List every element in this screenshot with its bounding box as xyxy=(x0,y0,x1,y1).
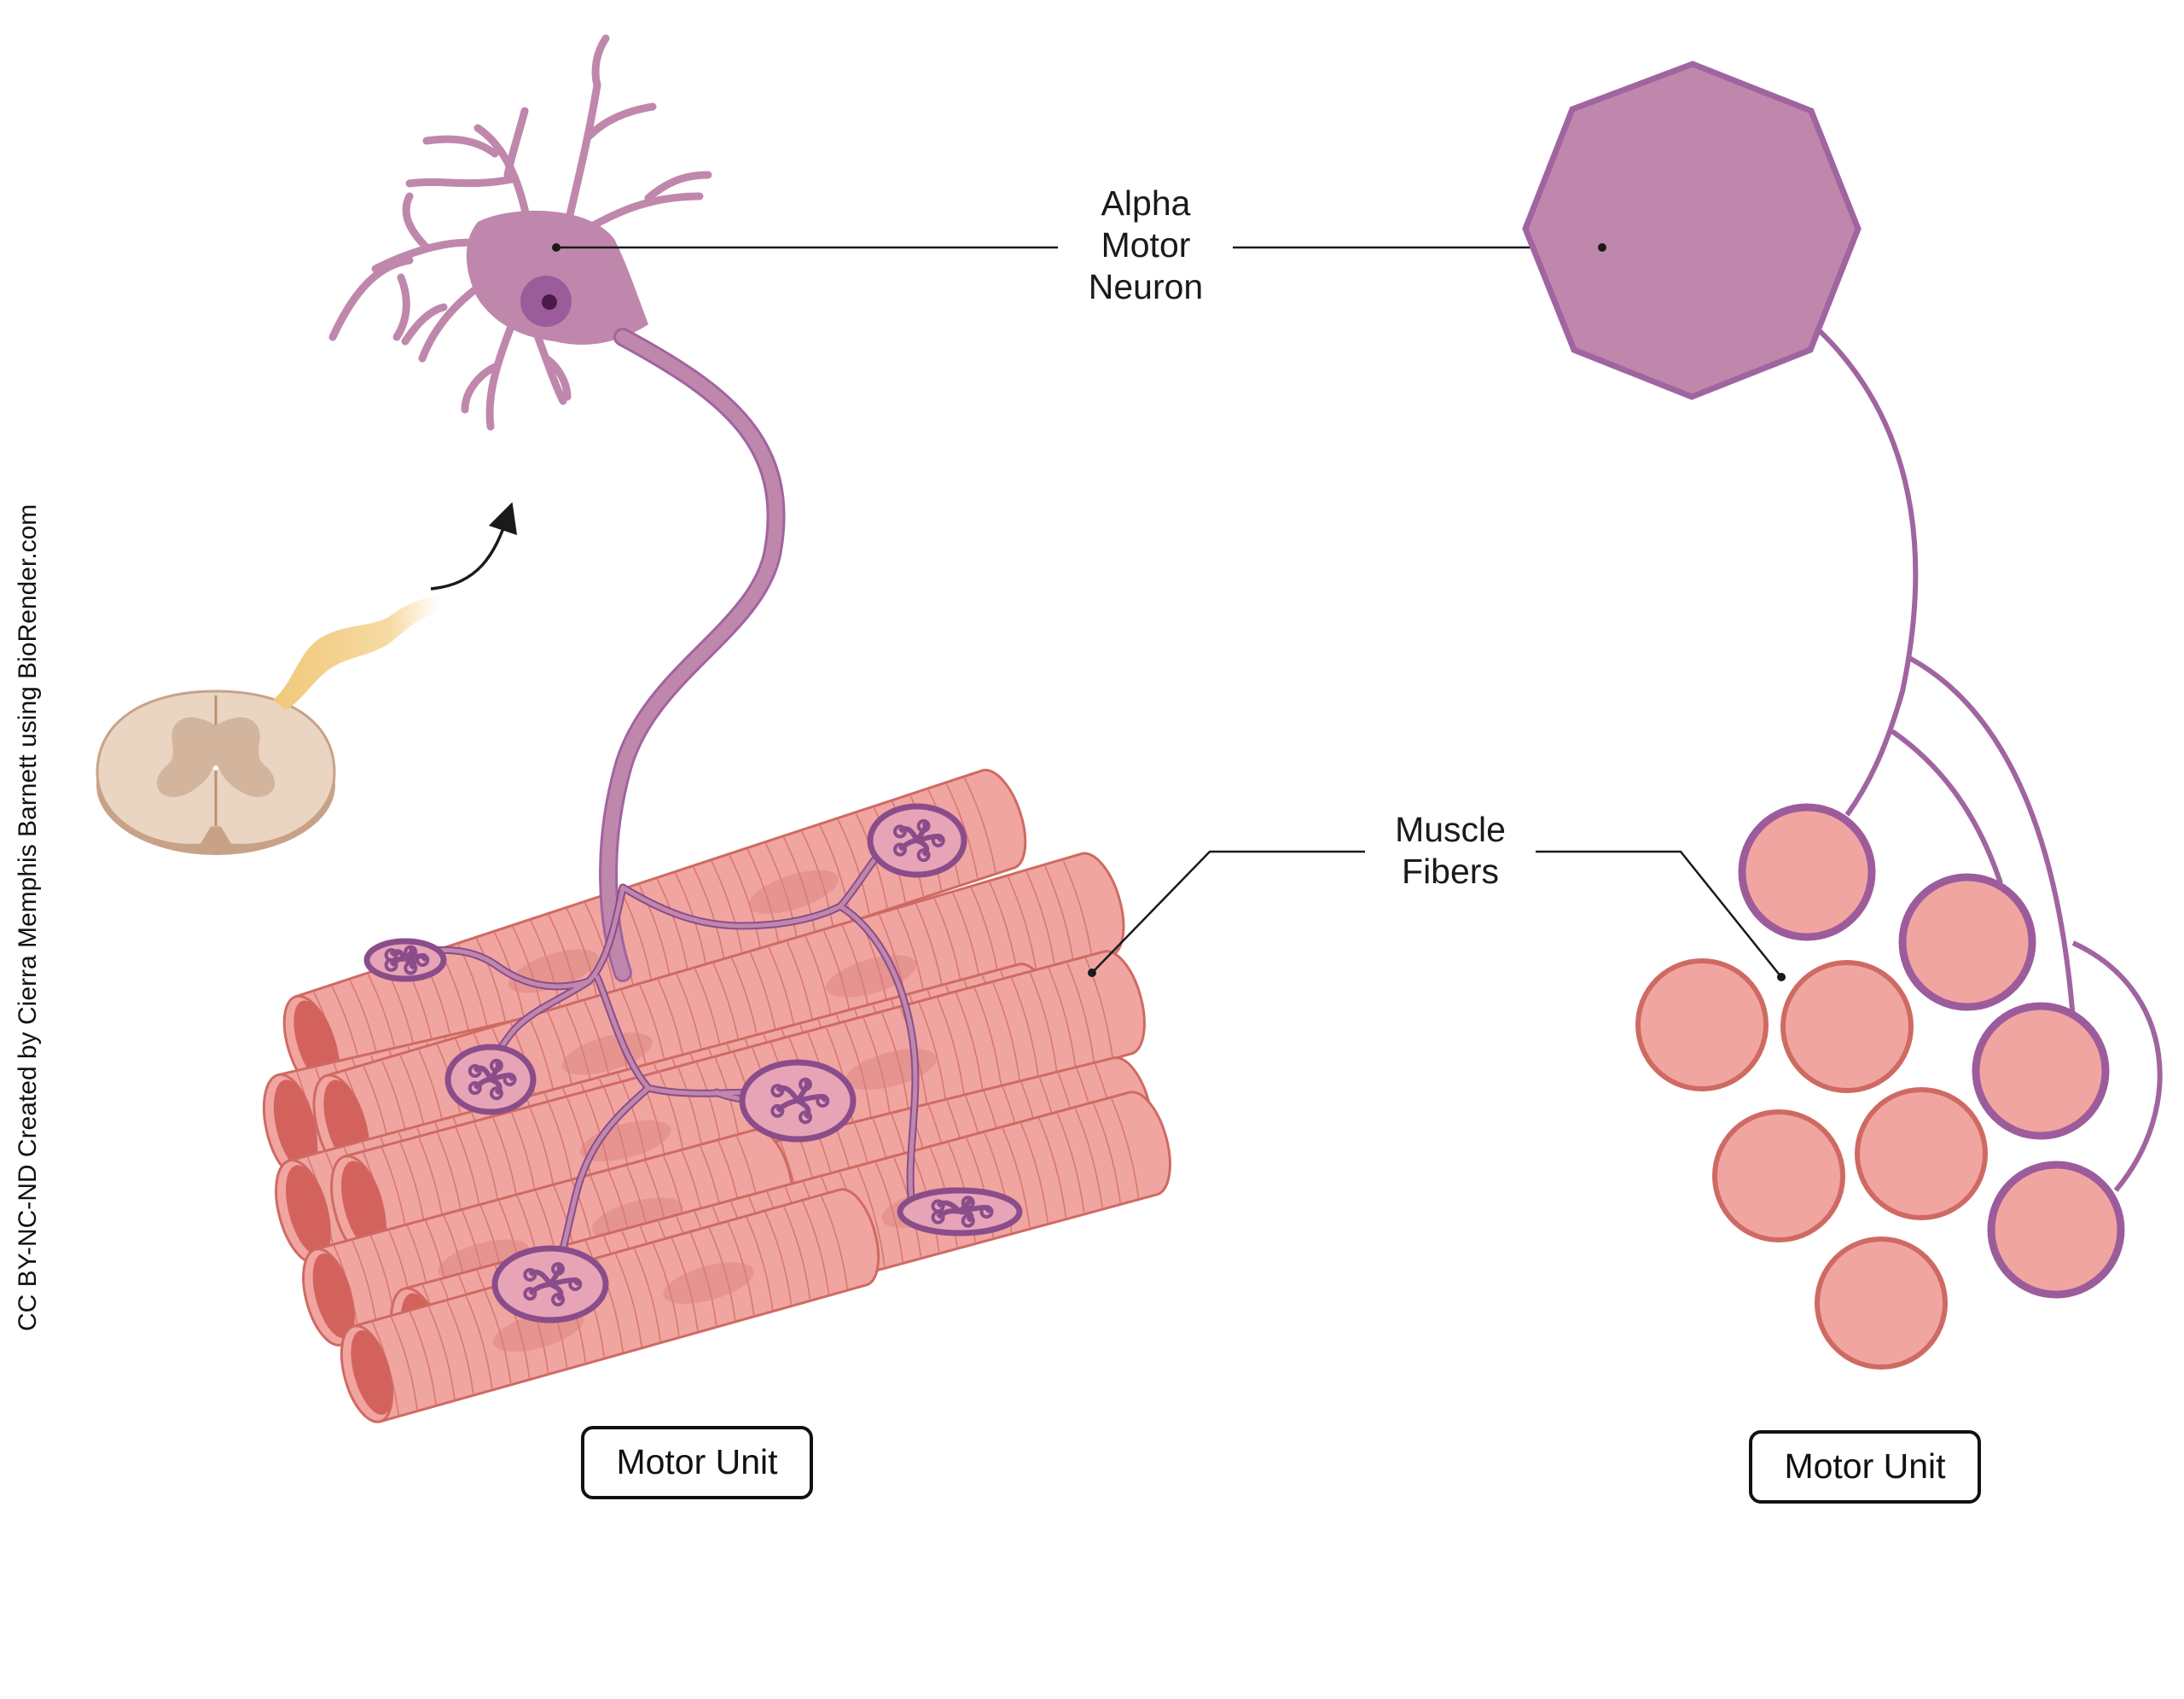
neuron-label-line1: Alpha xyxy=(1101,183,1191,223)
octagon-neuron-icon xyxy=(1522,61,1862,400)
fiber-circle-icon xyxy=(1635,958,1769,1091)
neuron-label-line3: Neuron xyxy=(1089,267,1203,306)
neuromuscular-junction-icon xyxy=(867,803,967,878)
credit-text: CC BY-NC-ND Created by Cierra Memphis Ba… xyxy=(14,504,42,1331)
motor-unit-label-left: Motor Unit xyxy=(616,1442,778,1481)
schematic-motor-unit xyxy=(1522,61,2163,1370)
neuromuscular-junction-icon xyxy=(444,1044,537,1115)
motor-unit-box-right: Motor Unit xyxy=(1749,1430,1981,1504)
fiber-circle-icon xyxy=(1855,1087,1988,1220)
neuromuscular-junction-icon xyxy=(739,1059,857,1143)
neuromuscular-junctions xyxy=(363,803,1023,1324)
fiber-circle-icon xyxy=(1738,803,1876,941)
neuron-icon xyxy=(328,34,786,982)
spinal-cord-icon xyxy=(96,689,336,855)
fibers-label-line2: Fibers xyxy=(1402,852,1499,891)
fiber-circle-icon xyxy=(1815,1236,1948,1370)
motor-unit-box-left: Motor Unit xyxy=(581,1426,813,1499)
fiber-circle-icon xyxy=(1712,1109,1845,1242)
fibers-label-group: Muscle Fibers xyxy=(1088,810,1786,981)
neuromuscular-junction-icon xyxy=(363,938,447,982)
motor-unit-label-right: Motor Unit xyxy=(1784,1446,1946,1486)
arrow-icon xyxy=(430,502,518,591)
fibers-label-line1: Muscle xyxy=(1395,810,1506,849)
neuromuscular-junction-icon xyxy=(491,1245,609,1324)
neuron-label-line2: Motor xyxy=(1101,225,1191,265)
fiber-circle-icon xyxy=(1987,1161,2125,1299)
nerve-fiber-icon xyxy=(273,596,439,710)
fiber-circle-icon xyxy=(1780,960,1914,1093)
muscle-bundle-icon xyxy=(262,768,1171,1423)
neuromuscular-junction-icon xyxy=(897,1187,1023,1236)
neuron-label-group: Alpha Motor Neuron xyxy=(552,183,1606,306)
fiber-circle-icon xyxy=(1898,873,2036,1011)
fiber-circle-icon xyxy=(1972,1002,2110,1140)
